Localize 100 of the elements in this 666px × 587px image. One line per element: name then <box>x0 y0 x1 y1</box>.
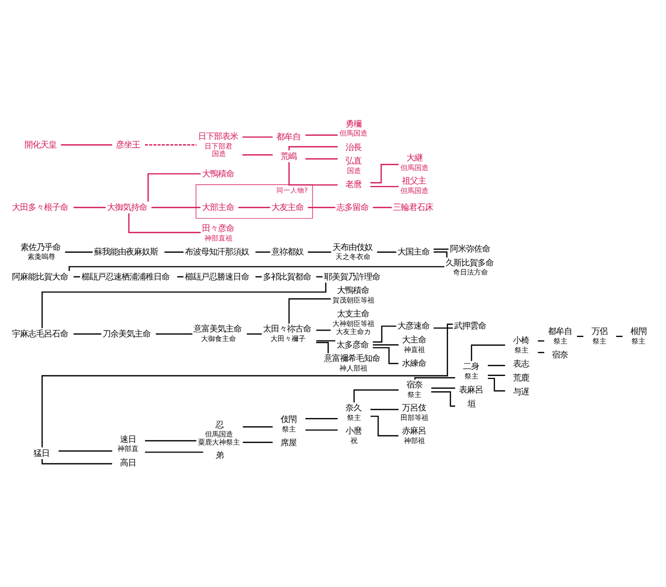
connector <box>316 342 329 354</box>
connector <box>68 266 444 272</box>
connector <box>316 330 331 331</box>
node-text: 宇麻志毛呂石命 <box>12 328 68 339</box>
node-text: 耶美賀乃許理命 <box>324 271 380 282</box>
connector <box>255 252 270 253</box>
node-text: 万侶 <box>591 326 608 336</box>
connector <box>156 333 192 335</box>
connector <box>370 408 399 410</box>
connector <box>434 251 448 258</box>
node-text: 意富美気主命 <box>194 324 242 334</box>
node-text: 大彦速命 <box>397 320 430 331</box>
connector <box>255 276 262 278</box>
node-text: 小椅 <box>513 335 530 346</box>
node-text: 多祁比賀都命 <box>263 271 312 282</box>
connector <box>145 452 204 453</box>
node-text: 席屋 <box>280 438 297 448</box>
node-text: 日下部表米 <box>198 131 238 142</box>
connector <box>488 374 506 376</box>
node-text: 与遅 <box>513 386 530 396</box>
node-text: 伎閇 <box>280 414 297 424</box>
connector <box>58 450 112 452</box>
connector <box>42 282 326 328</box>
connector <box>65 252 93 253</box>
node-text: 大友主命 <box>272 202 304 212</box>
node-text: 高日 <box>120 457 136 468</box>
node-text: 意富禰希毛知命 <box>324 353 380 364</box>
connector <box>305 158 338 160</box>
connector <box>372 206 392 208</box>
node-text: 志多留命 <box>336 202 369 212</box>
connector <box>353 389 399 403</box>
node-text: 忍 <box>215 419 224 430</box>
connector <box>74 206 106 208</box>
node-text: 布波母知汗那須奴 <box>185 246 250 257</box>
connector <box>470 344 506 361</box>
node-text: 奈久 <box>346 402 362 413</box>
node-text: 表麻呂 <box>458 384 483 395</box>
connector <box>434 327 453 329</box>
node-text: 弘直 <box>346 156 362 166</box>
connector <box>242 426 273 428</box>
node-text: 大御気持命 <box>106 202 147 212</box>
node-text: 弟 <box>215 450 224 460</box>
node-text: 猛日 <box>34 448 50 458</box>
connector <box>370 416 398 436</box>
node-text: 久斯比賀多命 <box>446 257 494 268</box>
node-text: 宿奈 <box>552 350 568 360</box>
node-text: 刀余美気主命 <box>102 328 151 339</box>
connector <box>372 344 399 346</box>
connector <box>370 164 399 184</box>
node-text: 都牟自 <box>276 132 300 142</box>
node-text: 治長 <box>346 142 362 152</box>
node-text: 太多彦命 <box>336 339 369 350</box>
connector <box>370 186 399 188</box>
connector <box>242 442 273 443</box>
connector <box>42 324 453 448</box>
node-text: 素佐乃乎命 <box>20 242 60 252</box>
node-text: 小麿 <box>346 425 362 436</box>
node-text: 開化天皇 <box>24 139 57 150</box>
connector <box>242 136 273 138</box>
node-text: 大部主命 <box>202 202 234 212</box>
connector <box>242 154 273 156</box>
connector <box>288 298 331 324</box>
connector <box>145 144 196 146</box>
node-text: 宿奈 <box>406 380 422 390</box>
connector <box>177 276 184 278</box>
connector <box>145 440 196 442</box>
connector <box>414 377 456 380</box>
connector <box>305 134 338 136</box>
node-text: 大主命 <box>402 334 426 345</box>
connector <box>74 276 80 278</box>
node-text: 天布由伎奴 <box>332 242 372 252</box>
connector <box>305 429 338 431</box>
node-text: 太支主命 <box>336 308 369 319</box>
node-text: 大継 <box>406 152 422 163</box>
connector <box>305 418 338 420</box>
node-text: 荒嶋 <box>280 150 297 161</box>
node-text: 大国主命 <box>397 246 430 257</box>
node-text: 大鴨積命 <box>336 285 369 296</box>
node-text: 阿麻能比賀大命 <box>12 271 68 282</box>
node-text: 老麿 <box>346 179 362 190</box>
connector <box>246 333 262 335</box>
connector <box>238 206 270 208</box>
node-text: 表志 <box>513 358 530 369</box>
connector <box>288 146 338 150</box>
node-text: 櫛瓺戸忍速栖浦浦稚日命 <box>82 271 170 282</box>
connector <box>308 206 336 208</box>
connector <box>164 252 184 253</box>
node-text: 荒鹿 <box>513 372 530 382</box>
connector <box>488 364 506 366</box>
node-text: 二身 <box>463 361 480 372</box>
node-text: 彦坐王 <box>116 139 140 150</box>
connector <box>316 276 323 278</box>
node-text: 櫛瓺戸忍勝速日命 <box>185 271 250 282</box>
connector <box>152 206 201 208</box>
node-text: 祖父主 <box>402 176 426 186</box>
node-text: 太田々祢古命 <box>263 324 312 334</box>
node-text: 阿米弥佐命 <box>450 244 490 254</box>
node-text: 大鴨積命 <box>202 168 234 178</box>
node-text: 都牟自 <box>548 326 572 336</box>
node-text: 根閇 <box>630 326 646 336</box>
